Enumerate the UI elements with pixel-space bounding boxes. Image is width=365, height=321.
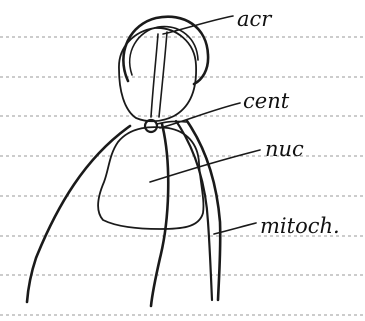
notebook-ruling [0,37,365,315]
label-nuc: nuc [265,137,304,161]
flagellum-right-inner [176,121,212,300]
head-midline [151,34,158,117]
label-cent: cent [243,89,290,113]
label-mitoch: mitoch. [260,214,340,238]
label-acr: acr [237,7,273,31]
head-midline [159,32,167,117]
leader-acr [163,16,233,34]
flagellum-left [27,126,130,302]
flagellum-center [151,124,168,306]
